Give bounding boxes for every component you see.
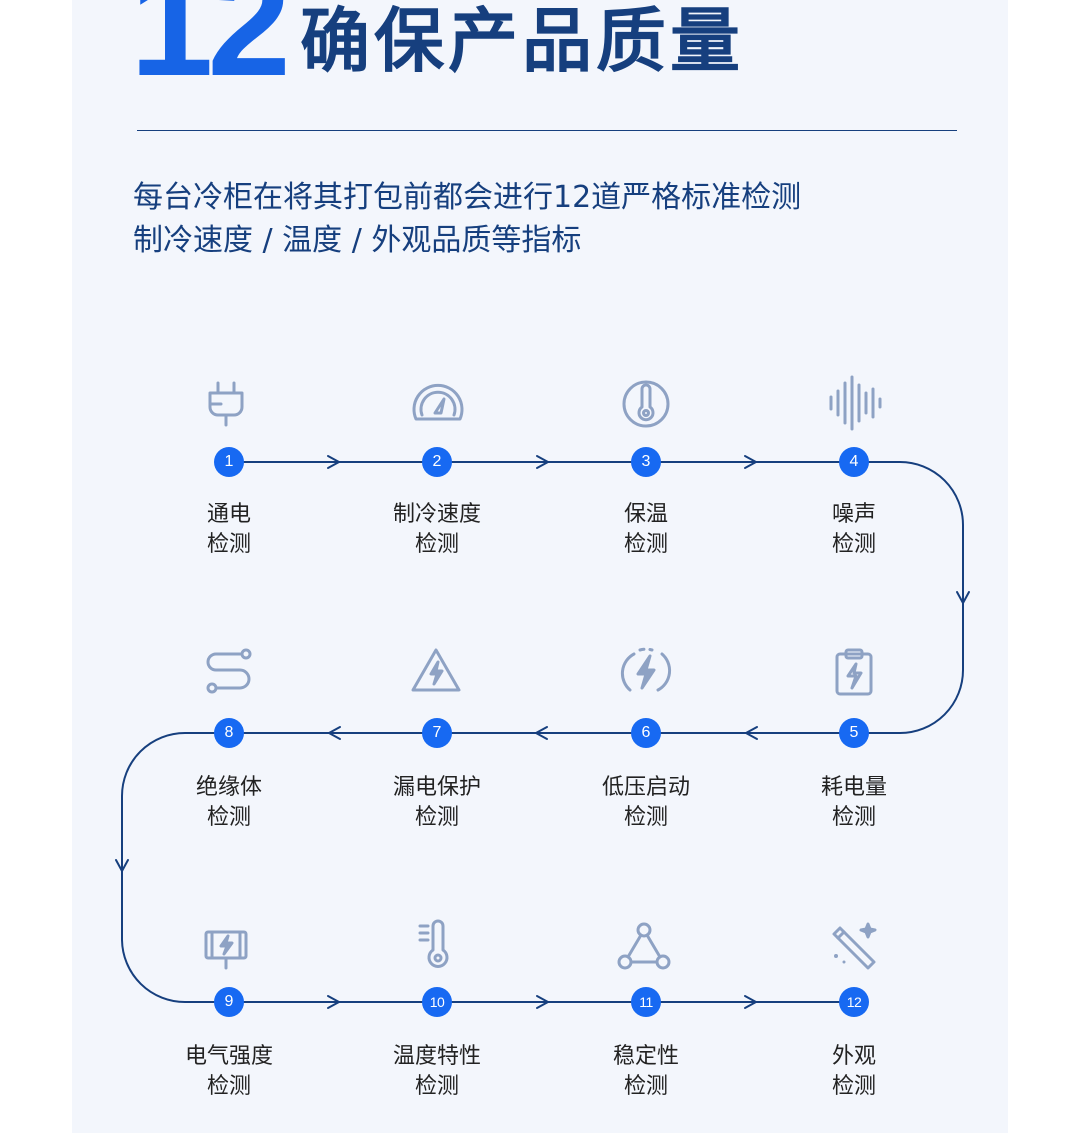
step-label-line1: 通电 — [206, 502, 251, 527]
speedometer-icon — [408, 373, 468, 433]
step-label: 外观 检测 — [784, 1042, 924, 1102]
step-label-line1: 保温 — [623, 502, 668, 527]
step-number-badge: 5 — [839, 718, 869, 748]
warning-bolt-icon — [406, 642, 466, 702]
route-icon — [198, 642, 258, 702]
step-number-badge: 10 — [422, 987, 452, 1017]
step-label-line2: 检测 — [206, 805, 251, 830]
step-label-line1: 温度特性 — [392, 1044, 481, 1069]
plug-icon — [196, 373, 256, 433]
step-number-badge: 9 — [214, 987, 244, 1017]
bolt-circle-icon — [616, 642, 676, 702]
step-number-badge: 7 — [422, 718, 452, 748]
step-label: 保温 检测 — [576, 500, 716, 560]
step-label: 制冷速度 检测 — [367, 500, 507, 560]
step-label-line2: 检测 — [414, 805, 459, 830]
step-label: 漏电保护 检测 — [367, 773, 507, 833]
step-number-badge: 11 — [631, 987, 661, 1017]
step-label-line1: 电气强度 — [184, 1044, 273, 1069]
step-number-badge: 1 — [214, 447, 244, 477]
step-label-line2: 检测 — [206, 532, 251, 557]
step-label: 低压启动 检测 — [576, 773, 716, 833]
step-label: 稳定性 检测 — [576, 1042, 716, 1102]
step-label: 噪声 检测 — [784, 500, 924, 560]
step-number-badge: 6 — [631, 718, 661, 748]
description-line-2: 制冷速度 / 温度 / 外观品质等指标 — [133, 223, 582, 258]
step-number-badge: 3 — [631, 447, 661, 477]
step-label-line1: 制冷速度 — [392, 502, 481, 527]
step-label-line1: 漏电保护 — [392, 775, 481, 800]
step-label-line2: 检测 — [623, 1074, 668, 1099]
step-label: 温度特性 检测 — [367, 1042, 507, 1102]
step-label-line2: 检测 — [414, 532, 459, 557]
step-label-line1: 低压启动 — [601, 775, 690, 800]
sound-wave-icon — [825, 373, 885, 433]
page-title: 确保产品质量 — [300, 0, 744, 82]
step-number-badge: 2 — [422, 447, 452, 477]
step-label-line2: 检测 — [623, 805, 668, 830]
step-label-line2: 检测 — [831, 805, 876, 830]
description-line-1: 每台冷柜在将其打包前都会进行12道严格标准检测 — [133, 180, 802, 215]
step-label-line2: 检测 — [831, 1074, 876, 1099]
step-number-badge: 4 — [839, 447, 869, 477]
step-label-line1: 绝缘体 — [195, 775, 262, 800]
step-label: 耗电量 检测 — [784, 773, 924, 833]
step-label: 电气强度 检测 — [159, 1042, 299, 1102]
step-label-line1: 稳定性 — [612, 1044, 679, 1069]
sparkle-wand-icon — [824, 916, 884, 976]
step-label-line2: 检测 — [831, 532, 876, 557]
thermometer-circle-icon — [616, 373, 676, 433]
step-label-line2: 检测 — [414, 1074, 459, 1099]
triangle-nodes-icon — [614, 916, 674, 976]
step-number-badge: 8 — [214, 718, 244, 748]
thermometer-icon — [406, 916, 466, 976]
step-label-line2: 检测 — [623, 532, 668, 557]
clipboard-bolt-icon — [824, 642, 884, 702]
step-number-badge: 12 — [839, 987, 869, 1017]
step-label: 绝缘体 检测 — [159, 773, 299, 833]
title-divider — [137, 130, 957, 131]
step-label-line1: 外观 — [831, 1044, 876, 1069]
step-label-line1: 噪声 — [831, 502, 876, 527]
battery-bolt-icon — [196, 916, 256, 976]
step-label-line1: 耗电量 — [820, 775, 887, 800]
step-label: 通电 检测 — [159, 500, 299, 560]
step-label-line2: 检测 — [206, 1074, 251, 1099]
step-count-number: 12 — [130, 0, 291, 107]
